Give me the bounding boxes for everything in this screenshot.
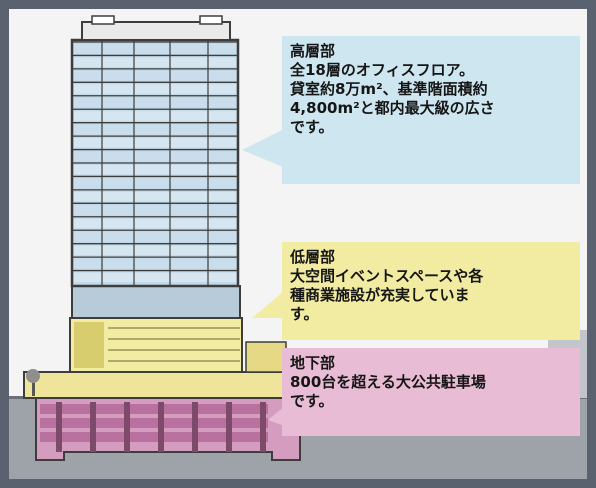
- atrium: [71, 285, 241, 319]
- office-floor: [74, 84, 236, 94]
- office-floor: [74, 178, 236, 188]
- basement-column: [192, 402, 198, 452]
- office-floor: [74, 124, 236, 135]
- rooftop: [81, 15, 231, 41]
- basement-column: [260, 402, 266, 452]
- office-floor: [74, 272, 236, 282]
- office-floor: [74, 191, 236, 202]
- office-floor: [74, 259, 236, 269]
- callout-basement-body: 800台を超える大公共駐車場 です。: [290, 373, 486, 410]
- low-rise-section: [69, 317, 243, 373]
- callout-basement-title: 地下部: [290, 354, 336, 372]
- basement-column: [56, 402, 62, 452]
- callout-high-rise-title: 高層部: [290, 42, 336, 60]
- office-floor: [74, 218, 236, 229]
- office-floor: [74, 97, 236, 108]
- callout-low-rise: 低層部 大空間イベントスペースや各 種商業施設が充実していま す。: [282, 242, 580, 340]
- basement-column: [124, 402, 130, 452]
- callout-low-rise-title: 低層部: [290, 248, 336, 266]
- callout-high-rise-body: 全18層のオフィスフロア。 貸室約8万m²、基準階面積約 4,800m²と都内最…: [290, 61, 495, 136]
- office-floor: [74, 138, 236, 148]
- office-floor: [74, 57, 236, 67]
- office-floor: [74, 111, 236, 121]
- basement-column: [90, 402, 96, 452]
- callout-basement: 地下部 800台を超える大公共駐車場 です。: [282, 348, 580, 436]
- office-floor: [74, 151, 236, 161]
- callout-pointer-high: [242, 126, 290, 170]
- office-floor: [74, 205, 236, 215]
- callout-high-rise: 高層部 全18層のオフィスフロア。 貸室約8万m²、基準階面積約 4,800m²…: [282, 36, 580, 184]
- office-floor: [74, 165, 236, 175]
- side-annex: [245, 341, 287, 373]
- basement-column: [226, 402, 232, 452]
- office-floor: [74, 232, 236, 242]
- office-floor: [74, 245, 236, 256]
- basement-section: [35, 397, 301, 461]
- tree-icon: [26, 369, 40, 396]
- callout-pointer-low: [252, 286, 290, 318]
- office-floor: [74, 70, 236, 81]
- high-rise-section: [70, 38, 240, 288]
- callout-low-rise-body: 大空間イベントスペースや各 種商業施設が充実していま す。: [290, 267, 484, 323]
- podium-base: [23, 371, 307, 399]
- basement-column: [158, 402, 164, 452]
- office-floor: [74, 44, 236, 54]
